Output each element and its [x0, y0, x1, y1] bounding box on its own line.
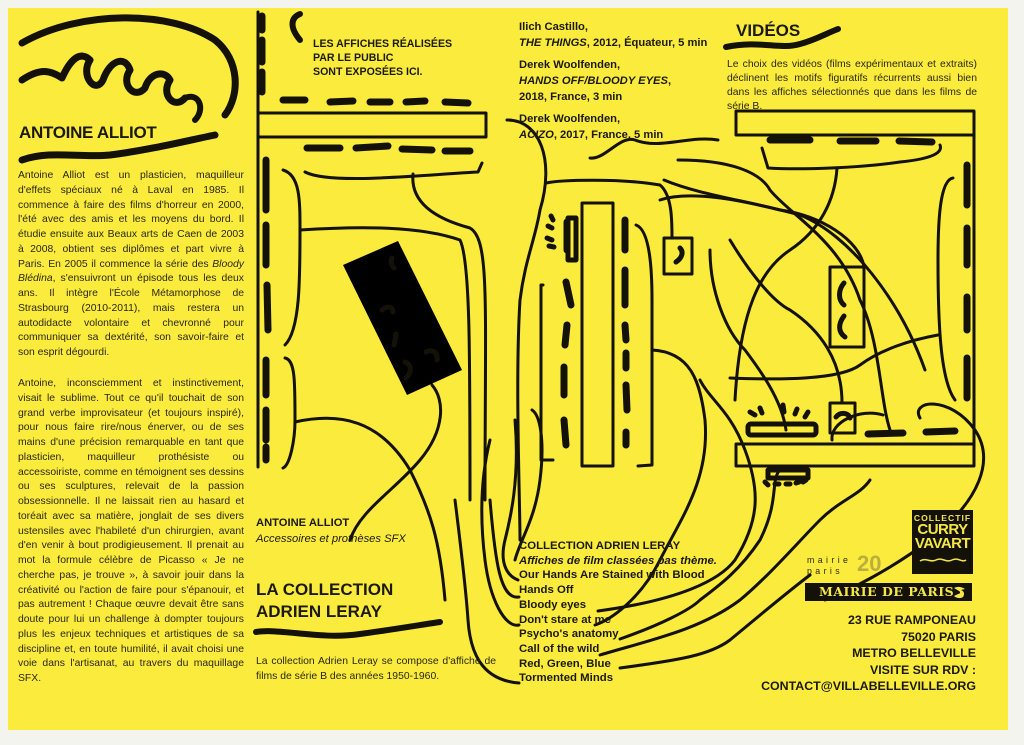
collection-legend-title: COLLECTION ADRIEN LERAY: [519, 540, 681, 552]
films-list: Ilich Castillo, THE THINGS, 2012, Équate…: [519, 19, 707, 149]
paris-ship-icon: [954, 586, 965, 599]
artist-bio-paragraph-1: Antoine Alliot est un plasticien, maquil…: [18, 169, 244, 361]
bio-text-part: , s'ensuivront un épisode tous les deux …: [18, 273, 244, 358]
logo-line: COLLECTIF: [913, 513, 972, 523]
collection-text: La collection Adrien Leray se compose d'…: [256, 656, 496, 682]
mairie-paris-20-logo: mairie paris: [807, 555, 851, 577]
center-dashes: [560, 216, 631, 449]
collection-underline: [253, 619, 443, 639]
film-author: Derek Woolfenden,: [519, 113, 621, 125]
film-title: HANDS OFF/BLOODY EYES: [519, 75, 668, 87]
address-metro: METRO BELLEVILLE: [852, 646, 976, 661]
address-visit: VISITE SUR RDV :: [869, 662, 976, 677]
bio-text-part: Antoine Alliot est un plasticien, maquil…: [18, 170, 244, 270]
theme-item: Red, Green, Blue: [519, 657, 611, 670]
right-room: [658, 109, 985, 602]
film-details: , 2017, France, 5 min: [553, 129, 664, 141]
film-title: THE THINGS: [519, 37, 587, 49]
display-case-items: [364, 255, 440, 381]
collection-heading: LA COLLECTION ADRIEN LERAY: [256, 579, 393, 623]
film-item: Ilich Castillo, THE THINGS, 2012, Équate…: [519, 19, 707, 51]
theme-item: Don't stare at me: [519, 613, 611, 626]
artist-caption-subtitle: Accessoires et prothèses SFX: [256, 533, 406, 545]
theme-item: Call of the wild: [519, 642, 600, 655]
theme-item: Tormented Minds: [519, 672, 614, 685]
public-posters-note: LES AFFICHES RÉALISÉES PAR LE PUBLIC SON…: [313, 38, 453, 78]
theme-item: Hands Off: [519, 584, 574, 597]
collection-connectors: [453, 378, 872, 685]
artist-bio-paragraph-2: Antoine, inconsciemment et instinctiveme…: [18, 378, 244, 684]
collection-heading-line: ADRIEN LERAY: [256, 602, 382, 621]
logo-line: CURRY: [917, 521, 968, 538]
film-item: Derek Woolfenden, HANDS OFF/BLOODY EYES,…: [519, 57, 707, 105]
right-items: [588, 137, 853, 488]
videos-text: Le choix des vidéos (films expérimentaux…: [727, 59, 977, 112]
mairie-number: 20: [857, 551, 882, 576]
artist-heading: ANTOINE ALLIOT: [19, 123, 157, 142]
center-room: [505, 118, 927, 627]
film-details: , 2018, France, 3 min: [519, 75, 672, 103]
film-author: Derek Woolfenden,: [519, 59, 621, 71]
film-author: Ilich Castillo,: [519, 21, 589, 33]
theme-item: Our Hands Are Stained with Blood: [519, 569, 705, 582]
theme-item: Psycho's anatomy: [519, 628, 619, 641]
mairie-small-text: mairie: [807, 555, 852, 565]
collection-legend-subtitle: Affiches de film classées pas thème.: [519, 554, 717, 567]
address-block: 23 RUE RAMPONEAU 75020 PARIS METRO BELLE…: [761, 612, 976, 695]
address-city: 75020 PARIS: [901, 629, 976, 644]
theme-item: Bloody eyes: [519, 598, 587, 611]
wave-icon: [919, 558, 966, 562]
left-room-lines: [281, 161, 488, 602]
mairie-small-text: paris: [807, 566, 844, 576]
film-details: , 2012, Équateur, 5 min: [586, 37, 708, 49]
film-title: ACIZO: [519, 129, 554, 141]
contact-email-link[interactable]: CONTACT@VILLABELLEVILLE.ORG: [761, 679, 976, 694]
leaflet-sheet: [8, 8, 1008, 730]
center-items: [544, 213, 685, 265]
mairie-de-paris-logo: MAIRIE DE PARIS: [805, 583, 972, 601]
collection-legend: COLLECTION ADRIEN LERAY Affiches de film…: [519, 539, 717, 686]
videos-underline: [723, 26, 841, 50]
artist-caption: ANTOINE ALLIOT Accessoires et prothèses …: [256, 515, 406, 547]
display-case-tilted: [343, 241, 462, 395]
videos-heading: VIDÉOS: [736, 21, 801, 40]
bio-series-title: Bloody Blédina: [18, 258, 244, 285]
left-room-outline: [256, 10, 488, 469]
left-dashed-walls: [258, 12, 474, 464]
collectif-curry-vavart-logo: COLLECTIF CURRY VAVART: [912, 510, 973, 574]
artist-caption-name: ANTOINE ALLIOT: [256, 517, 350, 529]
right-dashes: [766, 136, 971, 438]
film-item: Derek Woolfenden, ACIZO, 2017, France, 5…: [519, 111, 707, 143]
logo-line: VAVART: [914, 535, 971, 552]
address-street: 23 RUE RAMPONEAU: [847, 613, 976, 627]
collection-heading-line: LA COLLECTION: [256, 580, 394, 599]
squiggle-logo-icon: [18, 14, 239, 164]
